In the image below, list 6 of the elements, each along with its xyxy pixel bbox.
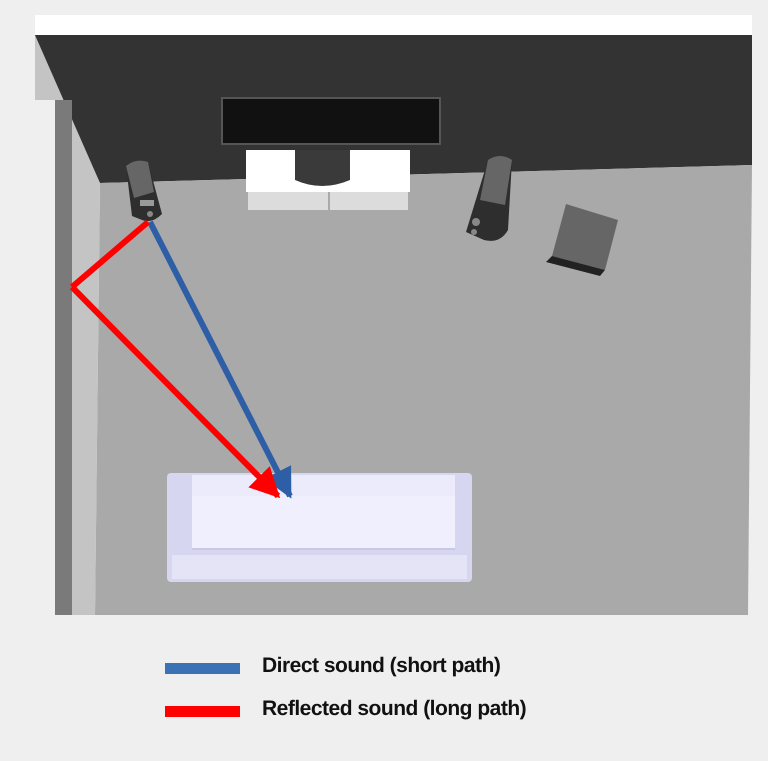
arrow xyxy=(70,284,280,498)
legend-label: Reflected sound (long path) xyxy=(262,697,526,721)
sofa-seat xyxy=(192,496,455,550)
side-wall xyxy=(55,100,72,615)
arrow xyxy=(147,220,293,499)
legend-label: Direct sound (short path) xyxy=(262,654,500,678)
